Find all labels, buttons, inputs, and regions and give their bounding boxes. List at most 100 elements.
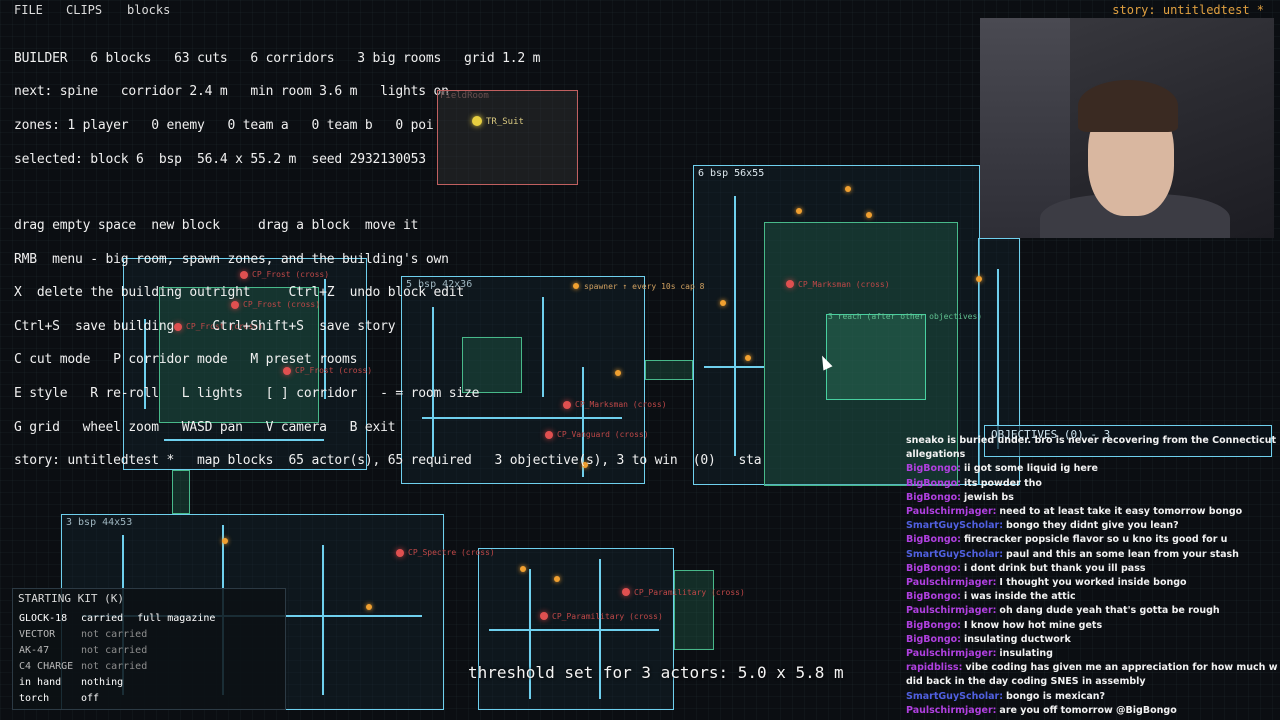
chat-text: bongo they didnt give you lean? bbox=[1006, 520, 1179, 532]
actor-label: CP_Marksman (cross) bbox=[798, 280, 890, 289]
chat-username: SmartGuyScholar: bbox=[906, 548, 1004, 560]
chat-username: Paulschirmjager: bbox=[906, 506, 997, 518]
spawner-marker[interactable] bbox=[573, 283, 579, 289]
chat-username: BigBongo: bbox=[906, 619, 961, 631]
actor-label: CP_Frost (cross) bbox=[295, 366, 373, 375]
kit-item-name: in hand bbox=[19, 677, 62, 688]
corridor bbox=[645, 360, 693, 380]
big-room bbox=[159, 287, 319, 423]
kit-item-name: GLOCK-18 bbox=[19, 613, 68, 624]
actor-marker[interactable] bbox=[174, 323, 182, 331]
actor-label: CP_Frost (cross) bbox=[243, 300, 321, 309]
chat-text: ii got some liquid ig here bbox=[963, 463, 1098, 475]
chat-message: BigBongo:ii got some liquid ig here bbox=[906, 462, 1278, 476]
field-room[interactable]: FieldRoom TR_Suit bbox=[437, 90, 578, 185]
actor-label: CP_Paramilitary (cross) bbox=[552, 612, 663, 621]
chat-message: Paulschirmjager:need to at least take it… bbox=[906, 505, 1278, 519]
actor-marker[interactable] bbox=[540, 612, 548, 620]
actor-marker[interactable] bbox=[283, 367, 291, 375]
hud-line: E style R re-roll L lights [ ] corridor … bbox=[14, 385, 480, 401]
building-label: 6 bsp 56x55 bbox=[698, 168, 765, 179]
chat-text: insulating bbox=[999, 648, 1053, 660]
chat-message: SmartGuyScholar:bongo they didnt give yo… bbox=[906, 519, 1278, 533]
building-block-5[interactable]: 5 bsp 42x36 bbox=[401, 276, 645, 484]
hud-line: C cut mode P corridor mode M preset room… bbox=[14, 352, 358, 368]
starting-kit-title: STARTING KIT (K) bbox=[18, 592, 124, 605]
hud-line: X delete the building outright Ctrl+Z un… bbox=[14, 285, 464, 301]
menu-file[interactable]: FILE bbox=[14, 3, 43, 17]
chat-text: i dont drink but thank you ill pass bbox=[963, 562, 1146, 574]
kit-item-name: C4 CHARGE bbox=[19, 661, 74, 672]
chat-text: oh dang dude yeah that's gotta be rough bbox=[999, 605, 1220, 617]
menu-bar: FILE CLIPS blocks story: untitledtest * bbox=[0, 0, 1280, 20]
kit-item[interactable]: C4 CHARGE not carried bbox=[19, 661, 147, 672]
kit-item-status: nothing bbox=[81, 677, 124, 688]
actor-marker[interactable] bbox=[545, 431, 553, 439]
actor-marker[interactable] bbox=[786, 280, 794, 288]
chat-username: BigBongo: bbox=[906, 534, 961, 546]
chat-username: BigBongo: bbox=[906, 633, 961, 645]
actor-label: CP_Paramilitary (cross) bbox=[634, 588, 745, 597]
building-block-4[interactable] bbox=[478, 548, 674, 710]
builder-hud: BUILDER 6 blocks 63 cuts 6 corridors 3 b… bbox=[14, 34, 762, 487]
chat-text: paul and this an some lean from your sta… bbox=[1006, 548, 1239, 560]
chat-message: sneako is buried under. bro is never rec… bbox=[906, 434, 1278, 448]
hud-line: G grid wheel zoom WASD pan V camera B ex… bbox=[14, 419, 396, 435]
chat-username: rapidbliss: bbox=[906, 662, 963, 674]
building-block-6[interactable]: 6 bsp 56x55 bbox=[693, 165, 980, 486]
kit-item-status: carried bbox=[81, 613, 124, 624]
hud-line: zones: 1 player 0 enemy 0 team a 0 team … bbox=[14, 117, 434, 133]
actor-marker[interactable] bbox=[231, 301, 239, 309]
chat-text: jewish bs bbox=[963, 491, 1014, 503]
kit-item-name: torch bbox=[19, 693, 50, 704]
actor-label: CP_Vanguard (cross) bbox=[557, 430, 649, 439]
menu-clips[interactable]: CLIPS bbox=[66, 3, 103, 17]
chat-text: are you off tomorrow @BigBongo bbox=[999, 704, 1177, 716]
building-block-1[interactable] bbox=[123, 258, 367, 470]
chat-username: Paulschirmjager: bbox=[906, 704, 997, 716]
actor-marker[interactable] bbox=[563, 401, 571, 409]
kit-item-name: AK-47 bbox=[19, 645, 50, 656]
chat-username: BigBongo: bbox=[906, 477, 961, 489]
actor-label: CP_Frost (cross) bbox=[252, 270, 330, 279]
chat-text: firecracker popsicle flavor so u kno its… bbox=[963, 534, 1228, 546]
actor-label: CP_Frost (cross) bbox=[186, 322, 264, 331]
spawner-label: spawner ↑ every 10s cap 8 bbox=[584, 282, 705, 291]
chat-username: BigBongo: bbox=[906, 491, 961, 503]
chat-message: BigBongo:jewish bs bbox=[906, 491, 1278, 505]
corridor bbox=[172, 470, 190, 514]
chat-message: did back in the day coding SNES in assem… bbox=[906, 675, 1278, 689]
chat-overlay: sneako is buried under. bro is never rec… bbox=[906, 434, 1278, 718]
building-label: 5 bsp 42x36 bbox=[406, 279, 473, 290]
hud-line: story: untitledtest * map blocks 65 acto… bbox=[14, 453, 762, 469]
chat-message: BigBongo:firecracker popsicle flavor so … bbox=[906, 533, 1278, 547]
hud-line: drag empty space new block drag a block … bbox=[14, 217, 419, 233]
chat-message: SmartGuyScholar:bongo is mexican? bbox=[906, 690, 1278, 704]
chat-text: allegations bbox=[906, 449, 966, 461]
chat-text: need to at least take it easy tomorrow b… bbox=[999, 506, 1243, 518]
menu-blocks[interactable]: blocks bbox=[127, 3, 171, 17]
kit-item[interactable]: in hand nothing bbox=[19, 677, 123, 688]
hud-line: next: spine corridor 2.4 m min room 3.6 … bbox=[14, 84, 449, 100]
reach-zone bbox=[826, 314, 926, 400]
field-room-label: FieldRoom bbox=[440, 91, 489, 101]
actor-marker[interactable] bbox=[396, 549, 404, 557]
chat-username: BigBongo: bbox=[906, 463, 961, 475]
chat-username: Paulschirmjager: bbox=[906, 577, 997, 589]
reach-label: 3 reach (after other objectives) bbox=[828, 312, 983, 321]
actor-marker[interactable] bbox=[240, 271, 248, 279]
actor-marker[interactable] bbox=[622, 588, 630, 596]
chat-text: did back in the day coding SNES in assem… bbox=[906, 676, 1146, 688]
chat-message: BigBongo:insulating ductwork bbox=[906, 633, 1278, 647]
objectives-panel: OBJECTIVES (0) - 3 bbox=[984, 425, 1272, 457]
kit-item-status: not carried bbox=[81, 661, 148, 672]
suit-marker[interactable] bbox=[472, 116, 482, 126]
chat-message: SmartGuyScholar:paul and this an some le… bbox=[906, 548, 1278, 562]
chat-text: sneako is buried under. bro is never rec… bbox=[906, 435, 1277, 446]
objectives-title: OBJECTIVES (0) - 3 bbox=[991, 428, 1111, 441]
suit-label: TR_Suit bbox=[486, 117, 524, 127]
